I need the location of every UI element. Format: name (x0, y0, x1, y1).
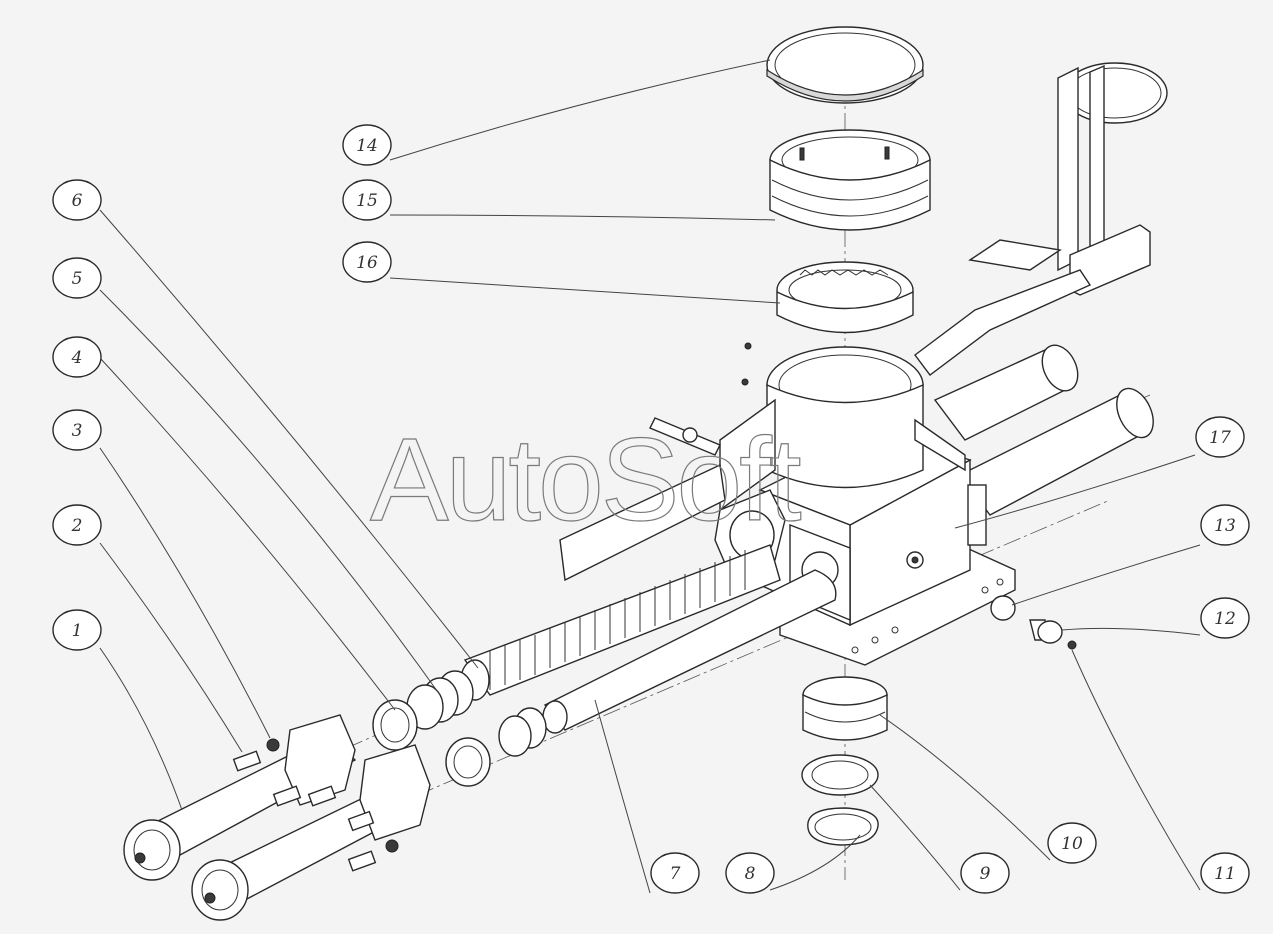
svg-text:16: 16 (356, 253, 378, 273)
svg-text:5: 5 (72, 269, 83, 289)
callout-8: 8 (725, 852, 775, 894)
part-16-thrust-bearing (776, 261, 914, 334)
callout-bubbles: 1 2 3 4 5 6 7 8 9 10 11 12 13 17 14 15 1… (52, 124, 1250, 894)
parts-2-3-bolts-washers (232, 738, 399, 872)
svg-text:4: 4 (71, 348, 83, 368)
svg-text:11: 11 (1214, 864, 1236, 884)
callout-7: 7 (650, 852, 700, 894)
callout-16: 16 (342, 241, 392, 283)
parts-4-5-seals (372, 670, 547, 787)
handle-frame (914, 62, 1168, 376)
parts-8-9-10-lower-rings (801, 676, 888, 846)
svg-text:10: 10 (1061, 834, 1083, 854)
svg-text:8: 8 (745, 864, 756, 884)
callout-12: 12 (1200, 597, 1250, 639)
svg-text:12: 12 (1214, 609, 1236, 629)
part-1-cylinders (123, 714, 431, 921)
rear-cylinders (933, 344, 1154, 516)
part-14-seal-ring (766, 26, 924, 104)
callout-6: 6 (52, 179, 102, 221)
callout-4: 4 (52, 336, 102, 378)
part-15-bearing-ring (769, 129, 931, 231)
callout-17: 17 (1195, 416, 1245, 458)
svg-text:7: 7 (670, 864, 681, 884)
svg-text:15: 15 (356, 191, 378, 211)
callout-13: 13 (1200, 504, 1250, 546)
callout-2: 2 (52, 504, 102, 546)
callout-1: 1 (52, 609, 102, 651)
svg-text:13: 13 (1214, 516, 1236, 536)
callout-14: 14 (342, 124, 392, 166)
svg-text:3: 3 (72, 421, 83, 441)
grease-fittings (649, 342, 752, 456)
svg-text:1: 1 (72, 621, 83, 641)
callout-15: 15 (342, 179, 392, 221)
leader-lines (99, 59, 1201, 894)
svg-text:9: 9 (980, 864, 991, 884)
parts-11-12-13-fittings (990, 595, 1077, 650)
callout-11: 11 (1200, 852, 1250, 894)
svg-text:2: 2 (71, 516, 83, 536)
callout-3: 3 (52, 409, 102, 451)
part-7-piston-rod (542, 569, 837, 734)
callout-10: 10 (1047, 822, 1097, 864)
svg-text:14: 14 (356, 136, 378, 156)
svg-text:6: 6 (72, 191, 83, 211)
svg-text:17: 17 (1209, 428, 1231, 448)
callout-5: 5 (52, 257, 102, 299)
callout-9: 9 (960, 852, 1010, 894)
watermark-text: AutoSoft (370, 414, 801, 546)
